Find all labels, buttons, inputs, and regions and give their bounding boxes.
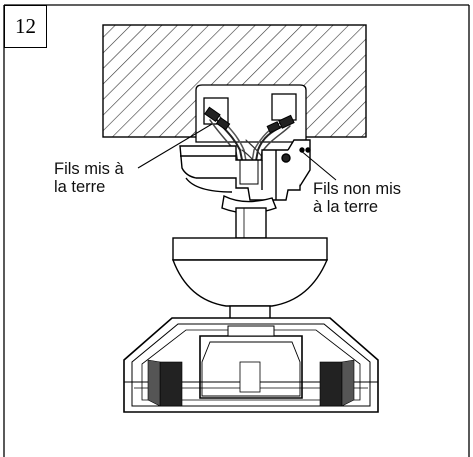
downrod-collar bbox=[221, 194, 277, 239]
canopy-housing bbox=[179, 139, 311, 201]
grounded-wires-label: Fils mis à la terre bbox=[54, 160, 124, 196]
wire-connectors bbox=[204, 106, 295, 134]
ungrounded-wires-label: Fils non mis à la terre bbox=[313, 180, 402, 216]
step-number-box: 12 bbox=[4, 5, 47, 48]
page-frame bbox=[3, 4, 470, 457]
bowl-canopy bbox=[171, 237, 329, 321]
motor-cover bbox=[123, 317, 379, 413]
leader-lines bbox=[137, 123, 337, 181]
step-number: 12 bbox=[15, 14, 36, 38]
